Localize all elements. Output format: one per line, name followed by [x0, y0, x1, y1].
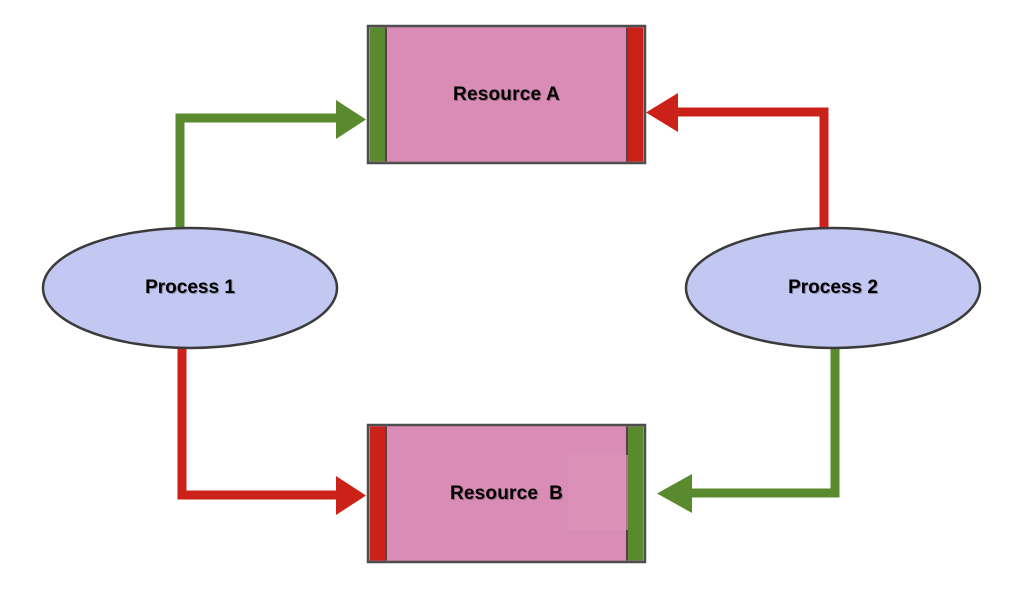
process-1-ellipse[interactable] [41, 226, 339, 350]
node-process-1[interactable] [41, 226, 339, 350]
process-2-ellipse[interactable] [684, 226, 982, 350]
node-resource-b[interactable] [366, 423, 647, 564]
node-resource-a[interactable] [366, 24, 647, 165]
resource-b-left-stripe-red [370, 426, 385, 561]
resource-a-box[interactable] [366, 24, 647, 165]
resource-b-label-patch [568, 455, 628, 530]
edge-process1-to-resourceB [177, 346, 366, 515]
arrowhead-red-to-resourceB [336, 476, 366, 515]
resource-a-right-stripe-red [628, 27, 643, 162]
arrowhead-green-to-resourceA [336, 100, 366, 139]
arrowhead-red-to-resourceA [646, 93, 678, 132]
edge-line-red-bottom-left [177, 346, 338, 500]
edge-line-green-bottom-right [690, 346, 840, 498]
resource-a-left-stripe-green [370, 27, 385, 162]
edge-process2-to-resourceB [657, 346, 840, 513]
node-process-2[interactable] [684, 226, 982, 350]
arrowhead-green-to-resourceB [657, 474, 692, 513]
resource-b-right-stripe-green [628, 426, 643, 561]
